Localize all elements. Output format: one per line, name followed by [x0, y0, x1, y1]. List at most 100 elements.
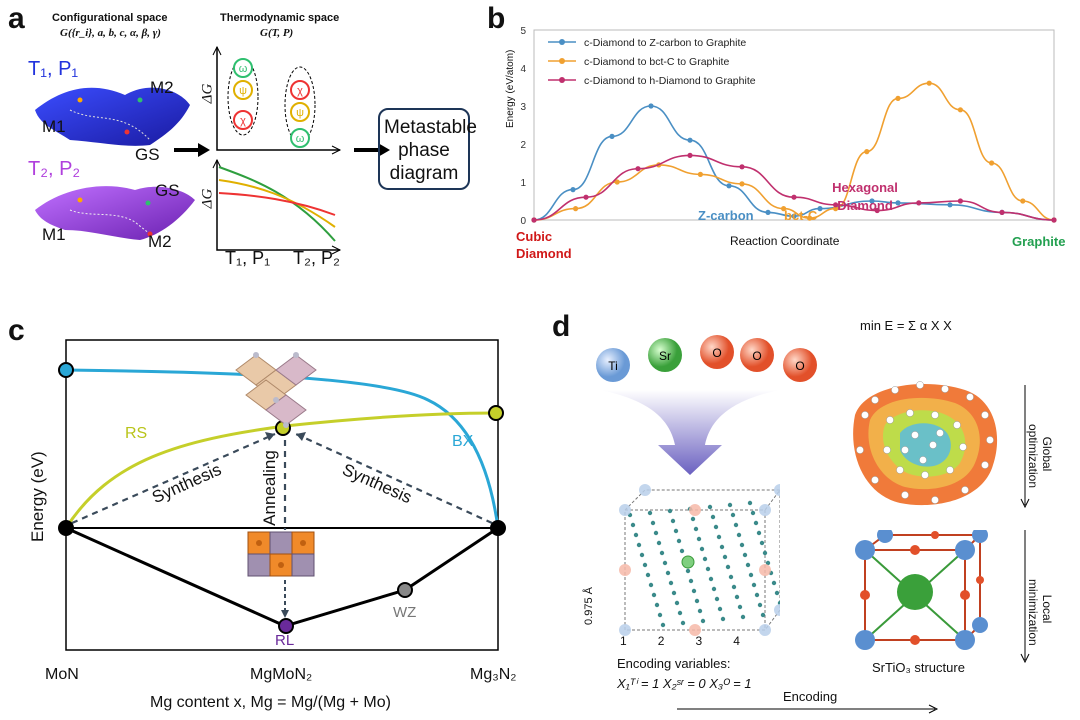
lattice-dot	[733, 522, 739, 528]
hexagonal-diamond-label: Hexagonal Diamond	[832, 180, 898, 213]
lattice-site	[759, 624, 771, 636]
legend-label-0: c-Diamond to Z-carbon to Graphite	[584, 37, 746, 49]
lattice-dot	[670, 518, 676, 524]
lattice-dot	[662, 560, 668, 566]
lattice-dot	[725, 564, 731, 570]
lattice-dot	[659, 550, 665, 556]
lattice-dot	[705, 566, 711, 572]
lattice-dot	[722, 554, 728, 560]
lattice-dot	[728, 574, 734, 580]
sample-point	[891, 386, 899, 394]
series-point-0	[817, 206, 823, 212]
series-point-1	[895, 95, 901, 101]
series-point-0	[726, 183, 732, 189]
legend-label-1: c-Diamond to bct-C to Graphite	[584, 56, 729, 68]
local-min-label: Local minimization	[1026, 579, 1054, 646]
sample-point	[856, 446, 864, 454]
lattice-dot	[702, 556, 708, 562]
series-point-1	[614, 179, 620, 185]
series-point-1	[1020, 198, 1026, 204]
funnel-arrow-icon	[600, 390, 780, 475]
series-point-2	[791, 194, 797, 200]
lattice-dot	[713, 524, 719, 530]
tick-2: 2	[657, 634, 665, 648]
lattice-site	[619, 624, 631, 636]
series-point-1	[989, 160, 995, 166]
lattice-dot	[753, 520, 759, 526]
lattice-dot	[756, 530, 762, 536]
sample-point	[919, 456, 927, 464]
lattice-site	[689, 504, 701, 516]
panel-label-b: b	[487, 2, 506, 35]
series-point-1	[926, 80, 932, 86]
wz-label: WZ	[393, 604, 417, 621]
lattice-site	[759, 504, 771, 516]
lattice-dot	[730, 512, 736, 518]
lattice-dot	[742, 552, 748, 558]
config-space-formula: G({r_i}, a, b, c, α, β, γ)	[60, 27, 161, 39]
lattice-dot	[647, 510, 653, 516]
series-point-2	[916, 200, 922, 206]
series-point-1	[573, 206, 579, 212]
series-point-2	[583, 194, 589, 200]
sample-point	[929, 441, 937, 449]
lattice-dot	[660, 622, 666, 628]
objective-formula: min E = Σ α X X	[860, 318, 952, 333]
series-point-0	[687, 137, 693, 143]
series-point-1	[739, 181, 745, 187]
lattice-dot	[736, 532, 742, 538]
srtio3-structure	[855, 530, 988, 650]
lattice-site	[759, 564, 771, 576]
lattice-dot	[665, 570, 671, 576]
series-point-2	[833, 202, 839, 208]
series-line-1	[533, 82, 1055, 221]
sample-point	[946, 466, 954, 474]
lattice-site	[639, 484, 651, 496]
lattice-dot	[691, 588, 697, 594]
lattice-ticks: 1 2 3 4	[620, 634, 780, 648]
landscape-surface-2	[35, 186, 195, 240]
lattice-dot	[674, 600, 680, 606]
c-x-right: Mg₃N₂	[470, 666, 517, 683]
encoding-lattice	[619, 484, 780, 636]
tick-3: 3	[695, 634, 703, 648]
state-1-label: T₁, P₁	[28, 58, 79, 80]
lattice-dot	[657, 612, 663, 618]
lattice-dot	[710, 514, 716, 520]
sample-point	[861, 411, 869, 419]
lattice-dot	[757, 602, 763, 608]
lattice-dot	[697, 608, 703, 614]
sample-point	[936, 429, 944, 437]
lattice-dot	[656, 540, 662, 546]
lattice-dot	[642, 562, 648, 568]
arrow-right-icon	[174, 143, 210, 157]
lattice-dot	[645, 572, 651, 578]
delta-g-label-2: ΔG	[199, 188, 216, 209]
atom-spheres: Ti Sr O O O	[596, 335, 817, 382]
lattice-dot	[750, 510, 756, 516]
energy-landscapes	[35, 87, 195, 240]
series-point-0	[648, 103, 654, 109]
sample-point	[981, 461, 989, 469]
y-tick-label: 0	[520, 216, 526, 227]
bx-label: BX	[452, 433, 474, 450]
end-graphite: Graphite	[1012, 234, 1066, 249]
thermo-space-formula: G(T, P)	[260, 27, 294, 39]
lattice-dot	[667, 508, 673, 514]
sample-point	[916, 381, 924, 389]
series-point-1	[864, 149, 870, 155]
series-point-1	[833, 206, 839, 212]
rl-label: RL	[275, 632, 295, 649]
landscape-surface-1	[35, 87, 190, 146]
encoding-variables: X₁ᵀⁱ = 1 X₂ˢʳ = 0 X₃ᴼ = 1	[617, 676, 752, 691]
lattice-dot	[639, 552, 645, 558]
phase-energy-diagram	[58, 339, 506, 651]
c-xlabel: Mg content x, Mg = Mg/(Mg + Mo)	[150, 694, 391, 711]
sample-point	[906, 409, 914, 417]
sample-point	[961, 486, 969, 494]
lattice-dot	[654, 602, 660, 608]
sample-point	[901, 446, 909, 454]
sample-point	[896, 466, 904, 474]
series-point-2	[687, 152, 693, 158]
x-right-label: T₂, P₂	[293, 248, 340, 268]
